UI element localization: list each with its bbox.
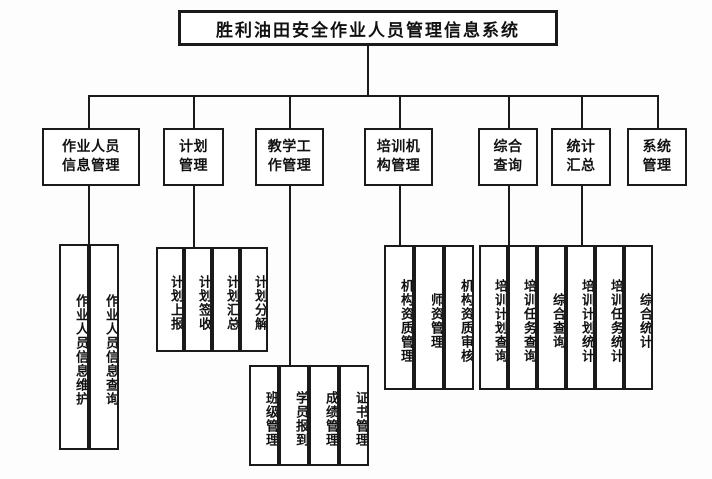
- leaf-node-query-training-task: 培训任务查询: [508, 245, 537, 390]
- branch-label-institution-line1: 培训机: [376, 139, 421, 156]
- leaf-stem-query: [508, 186, 510, 245]
- branch-label-plan-line1: 计划: [179, 139, 208, 156]
- root-stem-connector: [367, 46, 369, 95]
- branch-drop-statistics: [581, 95, 583, 128]
- branch-drop-system: [657, 95, 659, 128]
- leaf-node-institution-qualification-manage: 机构资质管理: [384, 245, 414, 390]
- branch-node-plan: 计划 管理: [163, 128, 224, 186]
- leaf-node-plan-receive: 计划签收: [184, 247, 212, 352]
- branch-label-teaching-line1: 教学工: [267, 139, 312, 156]
- leaf-node-statistics-comprehensive: 综合统计: [624, 245, 653, 390]
- leaf-node-statistics-training-plan: 培训计划统计: [566, 245, 595, 390]
- branch-label-query-line1: 综合: [493, 139, 523, 156]
- branch-node-personnel: 作业人员 信息管理: [42, 128, 140, 186]
- branch-label-statistics-line2: 汇总: [566, 158, 596, 174]
- leaf-stem-teaching: [289, 186, 291, 365]
- branch-label-plan-line2: 管理: [179, 158, 208, 174]
- leaf-node-plan-summary: 计划汇总: [212, 247, 240, 352]
- leaf-node-plan-report: 计划上报: [156, 247, 184, 352]
- branch-label-query-line2: 查询: [493, 158, 523, 174]
- leaf-node-institution-teachers: 师资管理: [414, 245, 444, 390]
- leaf-node-personnel-maintain: 作业人员信息维护: [59, 244, 89, 450]
- branch-node-statistics: 统计 汇总: [551, 128, 611, 186]
- leaf-node-query-training-plan: 培训计划查询: [479, 245, 508, 390]
- level2-bus-connector: [88, 95, 658, 97]
- branch-label-system-line2: 管理: [642, 158, 672, 174]
- leaf-node-institution-qualification-audit: 机构资质审核: [444, 245, 474, 390]
- branch-drop-query: [508, 95, 510, 128]
- leaf-node-statistics-training-task: 培训任务统计: [595, 245, 624, 390]
- branch-drop-plan: [193, 95, 195, 128]
- leaf-node-plan-decompose: 计划分解: [240, 247, 268, 352]
- leaf-stem-personnel: [88, 186, 90, 244]
- root-node-label: 胜利油田安全作业人员管理信息系统: [216, 20, 520, 41]
- leaf-stem-plan: [193, 186, 195, 247]
- branch-node-institution: 培训机 构管理: [364, 128, 433, 186]
- leaf-node-teaching-grades: 成绩管理: [309, 365, 339, 466]
- branch-label-institution-line2: 构管理: [376, 158, 421, 174]
- branch-label-statistics-line1: 统计: [566, 139, 596, 156]
- leaf-stem-statistics: [581, 186, 583, 245]
- branch-label-system-line1: 系统: [642, 139, 672, 156]
- branch-drop-institution: [399, 95, 401, 128]
- branch-label-personnel-line1: 作业人员: [62, 139, 120, 156]
- leaf-node-personnel-query: 作业人员信息查询: [89, 244, 119, 450]
- branch-node-teaching: 教学工 作管理: [255, 128, 324, 186]
- leaf-node-teaching-certificate: 证书管理: [339, 365, 369, 466]
- leaf-stem-institution: [399, 186, 401, 245]
- branch-label-personnel-line2: 信息管理: [62, 158, 120, 174]
- branch-drop-teaching: [289, 95, 291, 128]
- leaf-node-teaching-class: 班级管理: [249, 365, 279, 466]
- leaf-node-teaching-registration: 学员报到: [279, 365, 309, 466]
- branch-drop-personnel: [88, 95, 90, 128]
- branch-label-teaching-line2: 作管理: [267, 158, 312, 174]
- branch-node-system: 系统 管理: [627, 128, 687, 186]
- leaf-node-query-comprehensive: 综合查询: [537, 245, 566, 390]
- branch-node-query: 综合 查询: [478, 128, 538, 186]
- root-node-system-title: 胜利油田安全作业人员管理信息系统: [178, 10, 558, 46]
